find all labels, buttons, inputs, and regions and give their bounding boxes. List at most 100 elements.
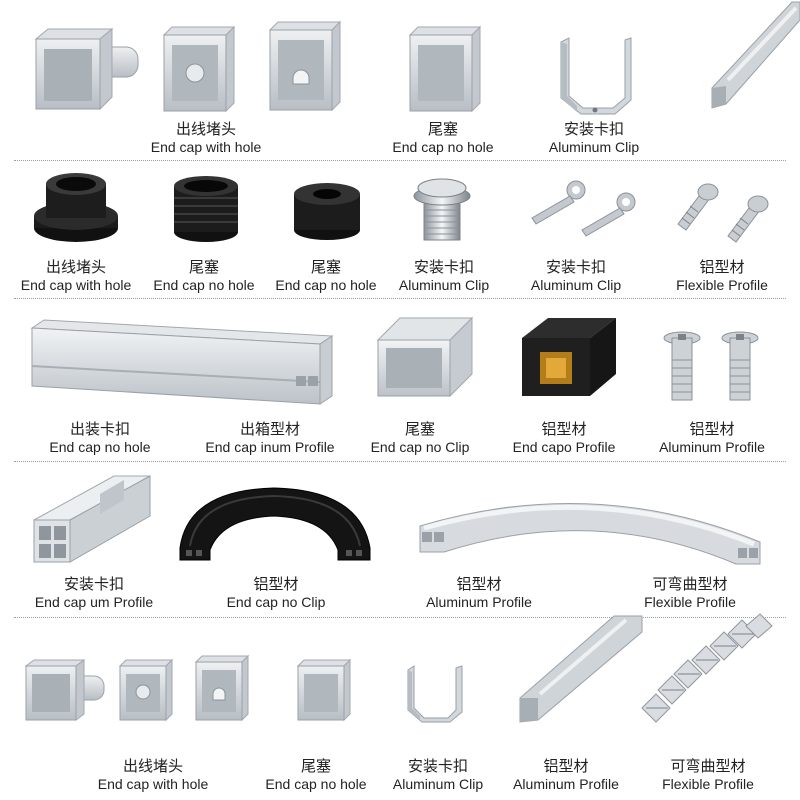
end-cap-with-hole-icon xyxy=(24,659,105,721)
row-divider xyxy=(14,461,786,462)
caption-r2c1: 出线堵头 End cap with hole xyxy=(6,258,146,294)
caption-en: Aluminum Profile xyxy=(426,594,532,610)
caption-en: Aluminum Clip xyxy=(530,277,622,293)
aluminum-channel-icon xyxy=(711,1,800,109)
caption-cn: 安装卡扣 xyxy=(407,757,468,775)
caption-cn: 铝型材 xyxy=(699,258,745,276)
long-profile-icon xyxy=(30,319,334,405)
caption-r2c2: 尾塞 End cap no hole xyxy=(138,258,270,294)
caption-r5c5: 可弯曲型材 Flexible Profile xyxy=(636,757,780,793)
black-connector-icon xyxy=(522,318,616,396)
caption-cn: 铝型材 xyxy=(456,575,502,593)
end-cap-round-hole-icon xyxy=(162,25,236,113)
caption-cn: 安装卡扣 xyxy=(563,120,624,138)
caption-cn: 可弯曲型材 xyxy=(652,575,728,593)
caption-r2c6: 铝型材 Flexible Profile xyxy=(654,258,790,294)
caption-cn: 安装卡扣 xyxy=(545,258,606,276)
caption-cn: 尾塞 xyxy=(300,757,331,775)
caption-cn: 安装卡扣 xyxy=(63,575,124,593)
caption-r5c2: 尾塞 End cap no hole xyxy=(248,757,384,793)
caption-cn: 安装卡扣 xyxy=(413,258,474,276)
caption-r2c5: 安装卡扣 Aluminum Clip xyxy=(516,258,636,294)
end-cap-round-hole-icon xyxy=(118,658,174,722)
caption-en: End cap with hole xyxy=(97,776,209,792)
eye-bolt-icon xyxy=(531,180,636,237)
square-profile-icon xyxy=(33,475,151,563)
caption-cn: 尾塞 xyxy=(188,258,219,276)
caption-cn: 出箱型材 xyxy=(239,420,300,438)
caption-en: Aluminum Profile xyxy=(513,776,619,792)
end-cap-no-hole-icon xyxy=(408,25,482,113)
screw-icon xyxy=(677,183,769,243)
caption-r3c5: 铝型材 Aluminum Profile xyxy=(640,420,784,456)
caption-en: End cap no hole xyxy=(275,277,377,293)
caption-r2c3: 尾塞 End cap no hole xyxy=(262,258,390,294)
caption-r4c2: 铝型材 End cap no Clip xyxy=(196,575,356,611)
caption-r4c1: 安装卡扣 End cap um Profile xyxy=(14,575,174,611)
caption-cn: 出线堵头 xyxy=(122,757,183,775)
end-cap-notch-icon xyxy=(194,654,250,722)
caption-r1c4: 尾塞 End cap no hole xyxy=(363,120,523,156)
caption-cn: 出线堵头 xyxy=(45,258,106,276)
aluminum-clip-icon xyxy=(560,37,632,115)
caption-en: End cap no hole xyxy=(49,439,151,455)
caption-cn: 可弯曲型材 xyxy=(670,757,746,775)
caption-en: Flexible Profile xyxy=(676,277,768,293)
caption-r5c1: 出线堵头 End cap with hole xyxy=(78,757,228,793)
caption-r2c4: 安装卡扣 Aluminum Clip xyxy=(384,258,504,294)
caption-r3c2: 出箱型材 End cap inum Profile xyxy=(186,420,354,456)
flexible-chain-icon xyxy=(641,613,773,723)
caption-en: End cap inum Profile xyxy=(205,439,335,455)
caption-en: Flexible Profile xyxy=(644,594,736,610)
end-cap-no-hole-icon xyxy=(296,658,352,722)
curved-profile-icon xyxy=(419,502,761,565)
caption-r3c1: 出装卡扣 End cap no hole xyxy=(20,420,180,456)
caption-en: End cap with hole xyxy=(20,277,132,293)
caption-r3c4: 铝型材 End capo Profile xyxy=(496,420,632,456)
caption-r4c3: 铝型材 Aluminum Profile xyxy=(404,575,554,611)
caption-cn: 铝型材 xyxy=(689,420,735,438)
caption-en: End capo Profile xyxy=(512,439,616,455)
caption-r3c3: 尾塞 End cap no Clip xyxy=(356,420,484,456)
caption-en: End cap with hole xyxy=(150,139,262,155)
black-arc-icon xyxy=(179,487,371,561)
caption-r1c5: 安装卡扣 Aluminum Clip xyxy=(514,120,674,156)
caption-en: Aluminum Profile xyxy=(659,439,765,455)
caption-en: End cap no hole xyxy=(153,277,255,293)
square-cap-icon xyxy=(376,316,474,398)
end-cap-notch-icon xyxy=(268,20,342,112)
caption-cn: 尾塞 xyxy=(310,258,341,276)
caption-en: Flexible Profile xyxy=(662,776,754,792)
caption-en: Aluminum Clip xyxy=(398,277,490,293)
caption-r5c3: 安装卡扣 Aluminum Clip xyxy=(378,757,498,793)
caption-r1c2: 出线堵头 End cap with hole xyxy=(126,120,286,156)
black-ribbed-cap-icon xyxy=(174,176,238,242)
caption-en: End cap no Clip xyxy=(370,439,470,455)
caption-en: Aluminum Clip xyxy=(392,776,484,792)
caption-cn: 出线堵头 xyxy=(175,120,236,138)
caption-en: End cap no hole xyxy=(392,139,494,155)
caption-cn: 铝型材 xyxy=(543,757,589,775)
caption-cn: 尾塞 xyxy=(427,120,458,138)
aluminum-clip-icon xyxy=(407,665,463,723)
caption-en: End cap no Clip xyxy=(226,594,326,610)
caption-cn: 尾塞 xyxy=(404,420,435,438)
aluminum-channel-icon xyxy=(519,615,643,723)
caption-en: End cap no hole xyxy=(265,776,367,792)
caption-en: End cap um Profile xyxy=(34,594,154,610)
metal-plug-icon xyxy=(413,178,471,241)
row-divider xyxy=(14,298,786,299)
row-divider xyxy=(14,617,786,618)
caption-en: Aluminum Clip xyxy=(548,139,640,155)
caption-cn: 铝型材 xyxy=(541,420,587,438)
caption-cn: 出装卡扣 xyxy=(69,420,130,438)
caption-r5c4: 铝型材 Aluminum Profile xyxy=(506,757,626,793)
rivet-screw-icon xyxy=(663,331,759,401)
black-flange-cap-icon xyxy=(34,173,118,242)
caption-cn: 铝型材 xyxy=(253,575,299,593)
black-ring-cap-icon xyxy=(294,183,360,240)
row-divider xyxy=(14,160,786,161)
caption-r4c4: 可弯曲型材 Flexible Profile xyxy=(616,575,764,611)
end-cap-with-hole-icon xyxy=(34,27,139,111)
